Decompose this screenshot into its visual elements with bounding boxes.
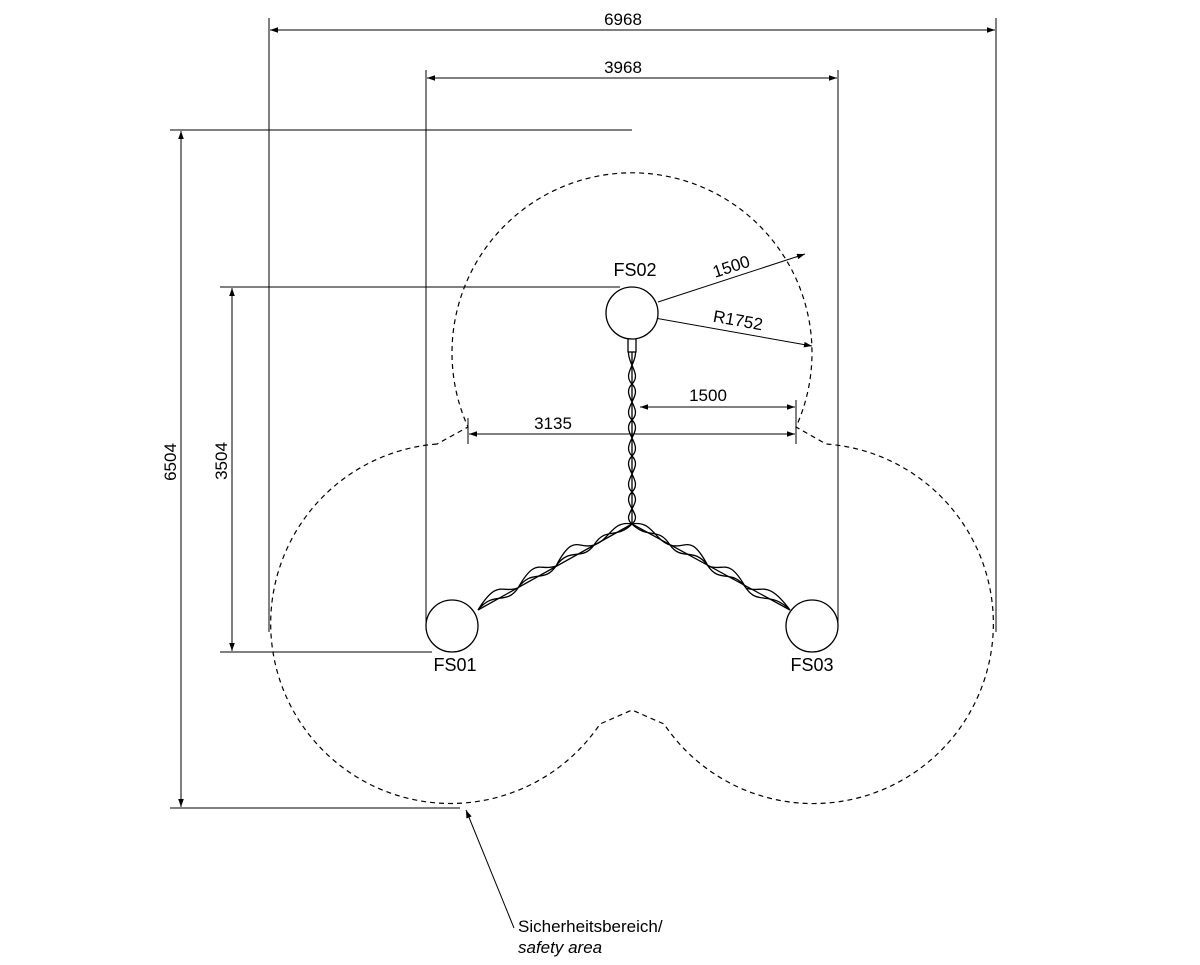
label-fs01: FS01 <box>433 655 476 675</box>
safety-area-label-en: safety area <box>518 938 602 957</box>
dim-radius: R1752 <box>712 307 765 334</box>
extension-lines <box>170 18 997 809</box>
dim-line-radius <box>631 313 813 348</box>
label-fs02: FS02 <box>613 260 656 280</box>
rope-fs01-twist <box>477 522 633 611</box>
safety-area-label-de: Sicherheitsbereich/ <box>518 917 663 936</box>
dimension-lines <box>178 27 995 807</box>
dim-waist-width: 3135 <box>534 414 572 433</box>
dim-overall-width: 6968 <box>604 10 642 29</box>
dimension-texts: 6968 3968 6504 3504 1500 R1752 1500 3135 <box>161 10 764 481</box>
posts <box>425 286 839 653</box>
label-fs03: FS03 <box>790 655 833 675</box>
dim-post-height: 3504 <box>212 442 231 480</box>
rope-fs03-twist <box>631 522 791 611</box>
post-labels: FS02 FS01 FS03 <box>433 260 833 675</box>
leader-line <box>465 809 515 929</box>
post-fs01 <box>425 599 479 653</box>
rope-fs02-twist <box>627 341 637 525</box>
dim-overall-height: 6504 <box>161 443 180 481</box>
rope-net <box>477 337 791 611</box>
rope-anchor-fs02 <box>627 337 637 353</box>
dim-radius-offset: 1500 <box>710 252 752 282</box>
dim-half-gap: 1500 <box>689 386 727 405</box>
safety-area-outline <box>270 172 994 805</box>
safety-area-callout: Sicherheitsbereich/ safety area <box>465 809 663 957</box>
dim-post-span-width: 3968 <box>604 58 642 77</box>
post-fs03 <box>785 599 839 653</box>
dim-line-radius-offset <box>657 253 806 303</box>
post-fs02 <box>605 286 659 340</box>
